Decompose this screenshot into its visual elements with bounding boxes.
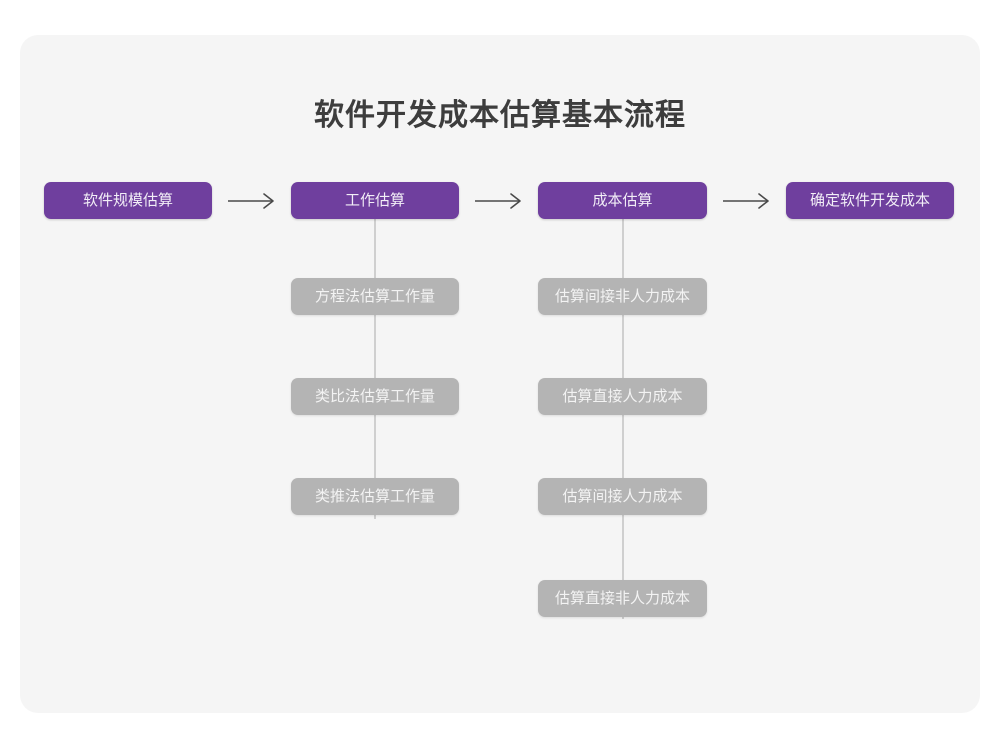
step-node-label: 确定软件开发成本 xyxy=(809,192,930,209)
sub-node-label: 估算间接非人力成本 xyxy=(554,288,690,305)
sub-node-label: 类比法估算工作量 xyxy=(314,388,435,405)
sub-node-label: 估算间接人力成本 xyxy=(562,488,683,505)
sub-node-label: 估算直接人力成本 xyxy=(562,388,683,405)
arrow-right-icon xyxy=(473,189,525,213)
sub-node-deduction-method-workload[interactable]: 类推法估算工作量 xyxy=(291,478,459,515)
step-node-cost-estimation[interactable]: 成本估算 xyxy=(538,182,707,219)
step-node-software-scale-estimation[interactable]: 软件规模估算 xyxy=(44,182,212,219)
sub-node-direct-labor-cost[interactable]: 估算直接人力成本 xyxy=(538,378,707,415)
connector-work-branch xyxy=(374,219,376,519)
sub-node-label: 方程法估算工作量 xyxy=(314,288,435,305)
diagram-card xyxy=(20,35,980,713)
page-title: 软件开发成本估算基本流程 xyxy=(314,99,686,132)
step-node-determine-development-cost[interactable]: 确定软件开发成本 xyxy=(786,182,954,219)
sub-node-label: 类推法估算工作量 xyxy=(314,488,435,505)
connector-cost-branch xyxy=(622,219,624,619)
step-node-label: 工作估算 xyxy=(344,192,405,209)
step-node-work-estimation[interactable]: 工作估算 xyxy=(291,182,459,219)
sub-node-indirect-non-labor-cost[interactable]: 估算间接非人力成本 xyxy=(538,278,707,315)
sub-node-label: 估算直接非人力成本 xyxy=(554,590,690,607)
sub-node-equation-method-workload[interactable]: 方程法估算工作量 xyxy=(291,278,459,315)
step-node-label: 成本估算 xyxy=(592,192,653,209)
sub-node-direct-non-labor-cost[interactable]: 估算直接非人力成本 xyxy=(538,580,707,617)
sub-node-indirect-labor-cost[interactable]: 估算间接人力成本 xyxy=(538,478,707,515)
arrow-right-icon xyxy=(721,189,773,213)
arrow-right-icon xyxy=(226,189,278,213)
step-node-label: 软件规模估算 xyxy=(82,192,173,209)
sub-node-analogy-method-workload[interactable]: 类比法估算工作量 xyxy=(291,378,459,415)
